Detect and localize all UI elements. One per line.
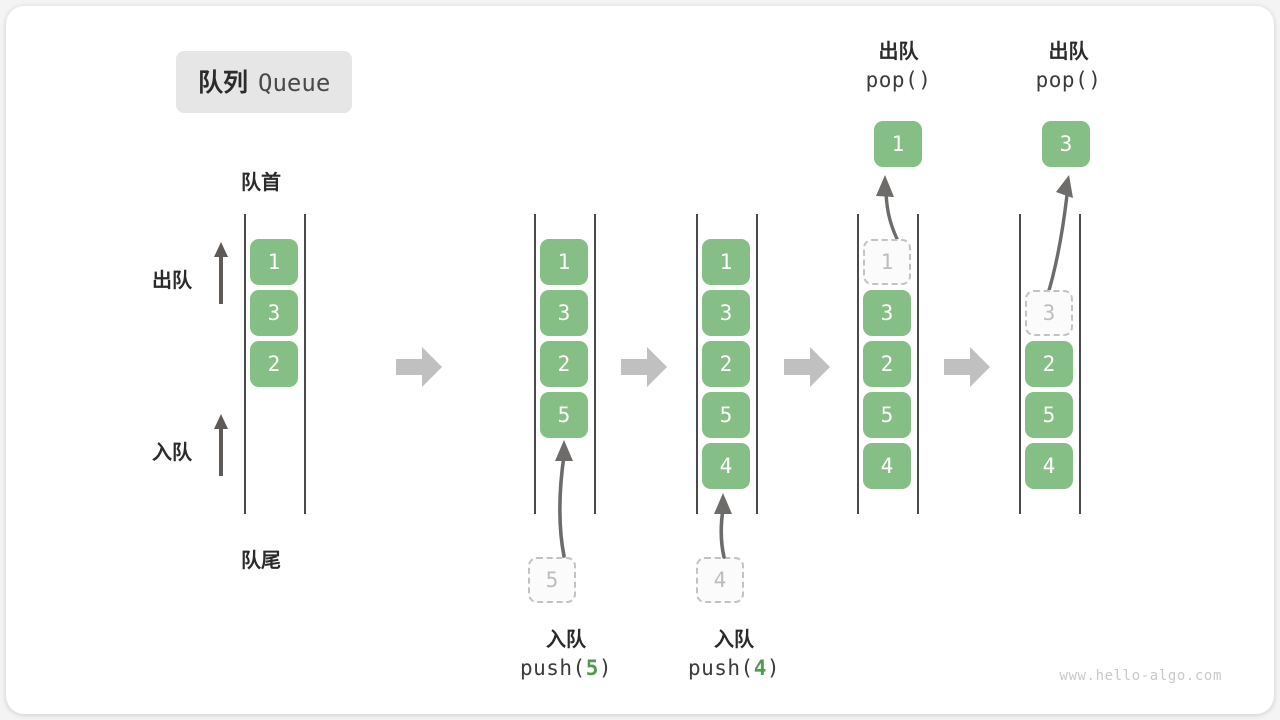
queue-rail-left-2 xyxy=(534,214,536,514)
queue-rail-right-3 xyxy=(756,214,758,514)
push-motion-arrow-icon xyxy=(555,440,573,558)
pop-motion-arrow-icon xyxy=(1045,175,1073,299)
label-front: 队首 xyxy=(241,166,281,195)
queue-element: 1 xyxy=(250,239,298,285)
queue-element-new: 4 xyxy=(702,443,750,489)
queue-element: 5 xyxy=(863,392,911,438)
dequeue-label-text: 出队 xyxy=(152,270,192,292)
queue-element: 5 xyxy=(1025,392,1073,438)
queue-rail-right-5 xyxy=(1079,214,1081,514)
label-dequeue: 出队 xyxy=(152,264,192,293)
queue-element-new: 5 xyxy=(540,392,588,438)
incoming-element-5: 5 xyxy=(528,557,576,603)
queue-element: 2 xyxy=(702,341,750,387)
label-enqueue: 入队 xyxy=(152,436,192,465)
queue-element: 2 xyxy=(250,341,298,387)
watermark: www.hello-algo.com xyxy=(1059,668,1222,684)
caption-code: pop() xyxy=(1035,68,1102,93)
queue-element: 3 xyxy=(250,290,298,336)
popped-element-1: 1 xyxy=(874,121,922,167)
queue-rail-left-1 xyxy=(244,214,246,514)
step-arrow-icon xyxy=(784,347,830,387)
pop-motion-arrow-icon xyxy=(876,175,901,245)
queue-element: 2 xyxy=(1025,341,1073,387)
queue-element: 2 xyxy=(863,341,911,387)
step-arrow-icon xyxy=(944,347,990,387)
queue-element-ghost: 1 xyxy=(863,239,911,285)
queue-rail-right-2 xyxy=(594,214,596,514)
popped-element-3: 3 xyxy=(1042,121,1090,167)
queue-stack-3: 1 3 2 5 4 xyxy=(702,239,750,489)
diagram-title-badge: 队列 Queue xyxy=(176,51,353,113)
title-en: Queue xyxy=(258,69,331,97)
queue-element: 2 xyxy=(540,341,588,387)
queue-rail-right-4 xyxy=(917,214,919,514)
queue-element: 1 xyxy=(540,239,588,285)
step-arrow-icon xyxy=(621,347,667,387)
caption-push-4: 入队 push(4) xyxy=(674,626,794,684)
caption-zh: 出队 xyxy=(878,41,919,63)
step-arrow-icon xyxy=(396,347,442,387)
title-zh: 队列 xyxy=(198,69,249,97)
caption-code: push(4) xyxy=(687,656,781,681)
front-label-text: 队首 xyxy=(241,172,281,194)
queue-rail-left-3 xyxy=(696,214,698,514)
dequeue-direction-arrow-icon xyxy=(214,242,228,304)
diagram-card: 队列 Queue 队首 队尾 出队 入队 1 3 2 xyxy=(6,6,1274,714)
queue-stack-5: 3 2 5 4 xyxy=(1025,290,1073,489)
queue-element: 5 xyxy=(702,392,750,438)
queue-rail-left-5 xyxy=(1019,214,1021,514)
caption-push-5: 入队 push(5) xyxy=(506,626,626,684)
enqueue-label-text: 入队 xyxy=(152,442,192,464)
queue-rail-right-1 xyxy=(304,214,306,514)
push-motion-arrow-icon xyxy=(714,493,732,559)
caption-pop-3: 出队 pop() xyxy=(1011,38,1126,96)
queue-stack-2: 1 3 2 5 xyxy=(540,239,588,438)
incoming-element-4: 4 xyxy=(696,557,744,603)
queue-element: 4 xyxy=(1025,443,1073,489)
rear-label-text: 队尾 xyxy=(241,550,281,572)
caption-zh: 入队 xyxy=(714,629,754,651)
caption-code: pop() xyxy=(865,68,932,93)
queue-element: 4 xyxy=(863,443,911,489)
enqueue-direction-arrow-icon xyxy=(214,414,228,476)
queue-element: 3 xyxy=(702,290,750,336)
queue-stack-1: 1 3 2 xyxy=(250,239,298,387)
queue-element: 3 xyxy=(540,290,588,336)
queue-element: 1 xyxy=(702,239,750,285)
caption-pop-1: 出队 pop() xyxy=(841,38,956,96)
caption-code: push(5) xyxy=(519,656,613,681)
caption-zh: 入队 xyxy=(546,629,586,651)
queue-rail-left-4 xyxy=(857,214,859,514)
queue-element: 3 xyxy=(863,290,911,336)
queue-stack-4: 1 3 2 5 4 xyxy=(863,239,911,489)
queue-element-ghost: 3 xyxy=(1025,290,1073,336)
caption-zh: 出队 xyxy=(1048,41,1089,63)
label-rear: 队尾 xyxy=(241,544,281,573)
